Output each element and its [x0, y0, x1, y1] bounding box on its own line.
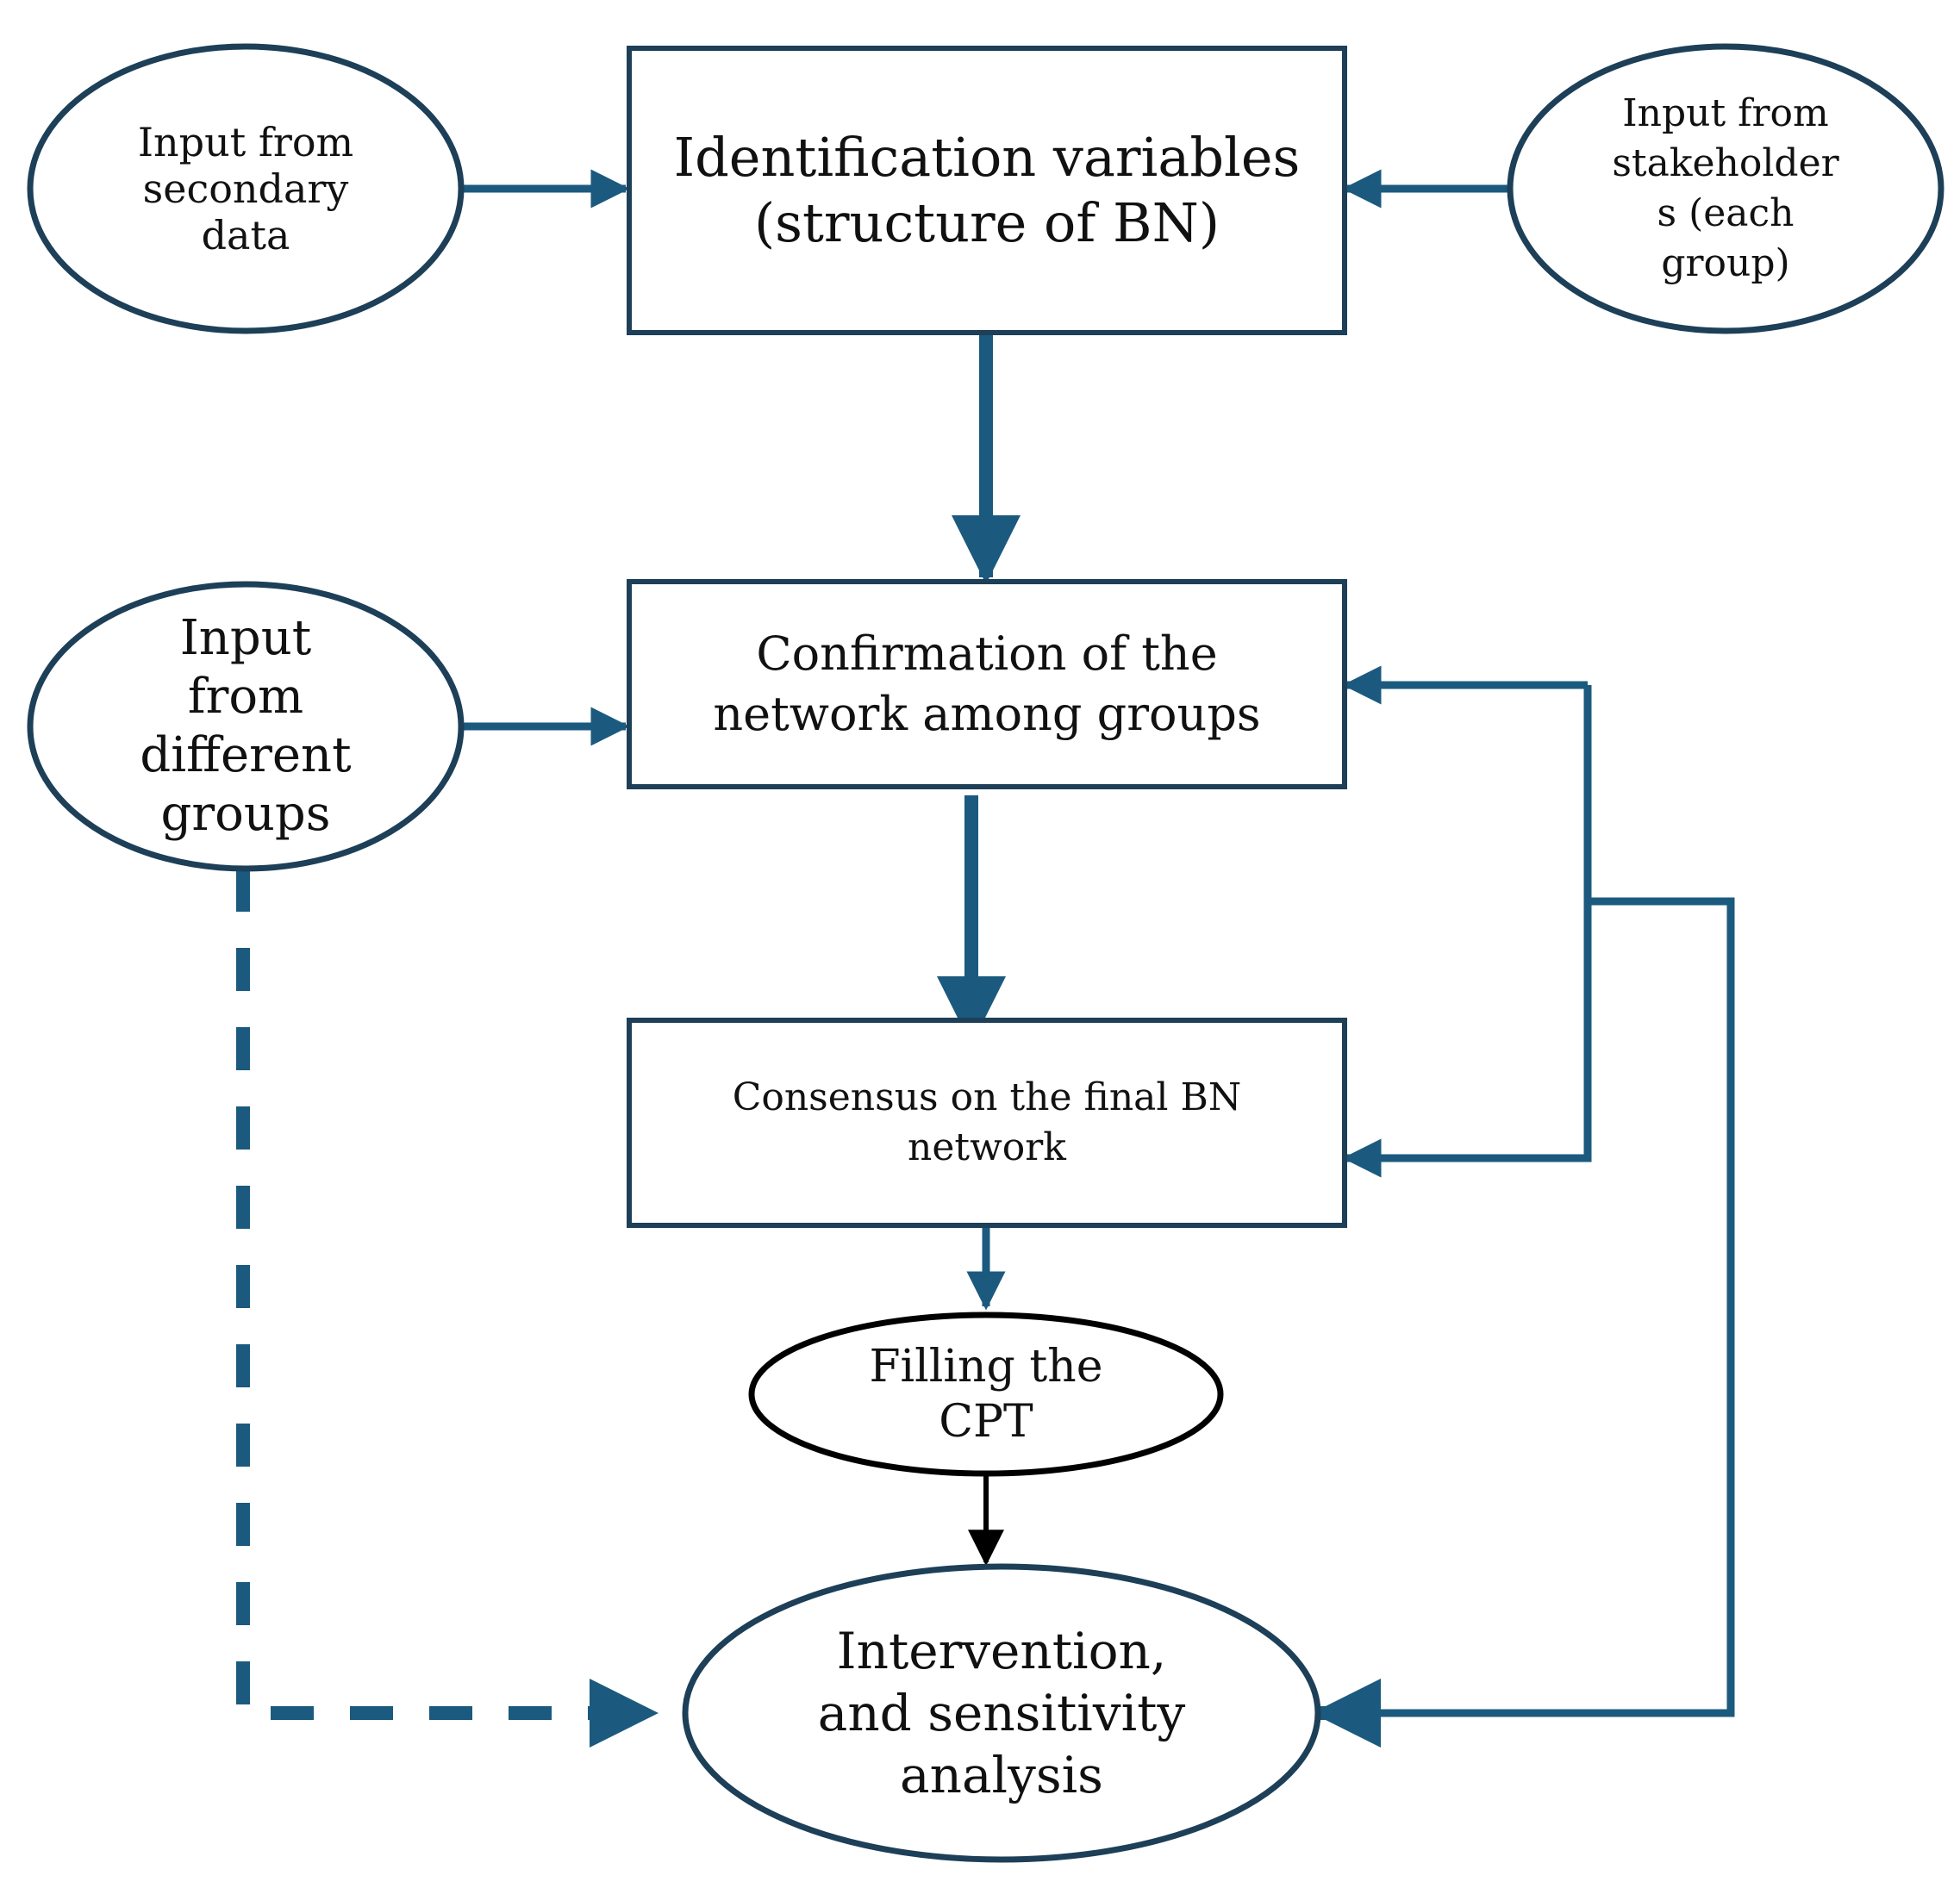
node-confirmation-line-2: network among groups: [713, 687, 1261, 741]
node-secondary-data-label: Input from secondary data: [65, 95, 427, 283]
node-secondary-data-line-3: data: [201, 212, 290, 259]
node-different-groups-line-3: different: [140, 727, 352, 783]
node-different-groups-line-1: Input: [179, 610, 312, 666]
node-identification-line-1: Identification variables: [673, 126, 1301, 189]
node-different-groups-line-4: groups: [160, 786, 331, 842]
node-secondary-data-line-2: secondary: [142, 165, 349, 212]
node-identification-shape: [627, 46, 1347, 335]
node-stakeholders-line-3: s (each: [1657, 191, 1795, 235]
node-stakeholders-shape: [1507, 43, 1944, 334]
node-intervention-shape: [682, 1563, 1321, 1863]
node-secondary-data-line-1: Input from: [137, 119, 354, 165]
node-different-groups-shape: [27, 581, 465, 872]
node-identification-label: Identification variables (structure of B…: [629, 48, 1345, 333]
edge-groups-to-intervention-dashed: [236, 869, 659, 1748]
node-different-groups-line-2: from: [187, 669, 304, 725]
node-intervention-line-3: analysis: [900, 1746, 1103, 1804]
node-filling-cpt-line-1: Filling the: [869, 1341, 1103, 1393]
node-intervention-line-1: Intervention,: [836, 1622, 1167, 1680]
node-secondary-data-shape: [27, 43, 465, 334]
node-filling-cpt-label: Filling the CPT: [776, 1332, 1196, 1456]
node-intervention-line-2: and sensitivity: [817, 1684, 1186, 1742]
node-stakeholders-line-1: Input from: [1622, 91, 1829, 135]
node-filling-cpt-shape: [748, 1312, 1224, 1477]
node-intervention-label: Intervention, and sensitivity analysis: [726, 1617, 1277, 1810]
edge-feedback-loop: [1319, 681, 1735, 1717]
node-identification-line-2: (structure of BN): [753, 191, 1220, 254]
node-stakeholders-label: Input from stakeholder s (each group): [1545, 82, 1907, 296]
node-confirmation-shape: [627, 579, 1347, 789]
node-consensus-shape: [627, 1018, 1347, 1228]
node-different-groups-label: Input from different groups: [65, 601, 427, 851]
node-consensus-label: Consensus on the final BN network: [629, 1020, 1345, 1225]
node-confirmation-label: Confirmation of the network among groups: [629, 582, 1345, 787]
node-stakeholders-line-4: group): [1661, 241, 1790, 285]
node-confirmation-line-1: Confirmation of the: [756, 626, 1218, 681]
node-filling-cpt-line-2: CPT: [939, 1396, 1033, 1448]
node-consensus-line-1: Consensus on the final BN: [732, 1075, 1242, 1119]
node-stakeholders-line-2: stakeholder: [1612, 141, 1839, 185]
node-consensus-line-2: network: [908, 1125, 1066, 1169]
